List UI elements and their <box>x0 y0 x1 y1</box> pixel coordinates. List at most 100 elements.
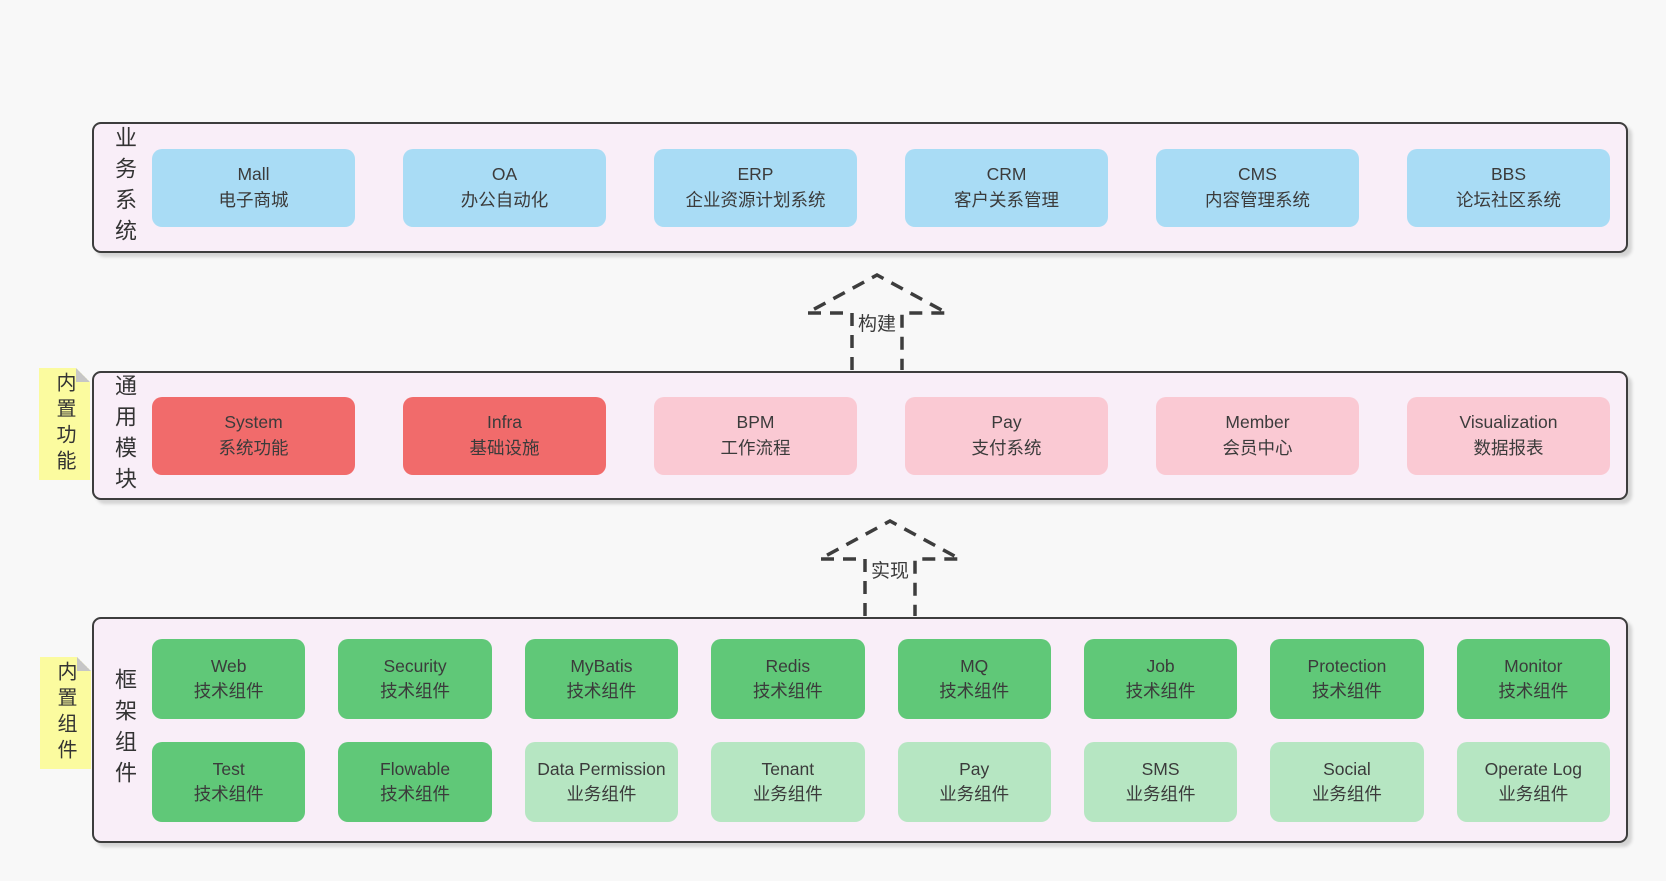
arrow-label-implement: 实现 <box>866 556 914 583</box>
box-title: Job <box>1146 655 1175 676</box>
box-title: Monitor <box>1504 655 1563 676</box>
layer-business-systems: 业务系统 Mall 电子商城 OA 办公自动化 ERP 企业资源计划系统 CRM… <box>92 122 1628 253</box>
box-title: BPM <box>736 412 775 433</box>
box-oa: OA 办公自动化 <box>403 148 606 227</box>
common-modules-boxes: System 系统功能 Infra 基础设施 BPM 工作流程 Pay 支付系统… <box>152 373 1610 498</box>
box-title: ERP <box>737 164 774 185</box>
box-flowable: Flowable 技术组件 <box>338 742 492 822</box>
box-subtitle: 客户关系管理 <box>954 189 1059 210</box>
box-subtitle: 技术组件 <box>752 681 823 701</box>
box-title: SMS <box>1141 758 1180 779</box>
box-web: Web 技术组件 <box>152 639 306 719</box>
note-text: 内置组件 <box>54 661 76 765</box>
box-title: Pay <box>959 758 990 779</box>
box-bbs: BBS 论坛社区系统 <box>1407 148 1610 227</box>
box-title: OA <box>491 164 518 185</box>
box-title: CMS <box>1238 164 1277 185</box>
arrow-up-implement <box>817 518 963 618</box>
box-subtitle: 工作流程 <box>720 437 791 458</box>
arrow-up-icon <box>819 519 961 616</box>
box-subtitle: 业务组件 <box>1311 784 1382 804</box>
layer-common-modules: 通用模块 System 系统功能 Infra 基础设施 BPM 工作流程 Pay… <box>92 371 1628 500</box>
box-subtitle: 企业资源计划系统 <box>685 189 826 210</box>
box-subtitle: 技术组件 <box>380 681 451 701</box>
arrow-up-build <box>804 272 950 372</box>
box-sms: SMS 业务组件 <box>1083 742 1238 822</box>
box-subtitle: 技术组件 <box>566 681 637 701</box>
arrow-label-build: 构建 <box>853 309 901 336</box>
box-subtitle: 业务组件 <box>939 784 1010 804</box>
arrow-up-icon <box>806 273 948 370</box>
box-title: MyBatis <box>570 655 633 676</box>
folded-corner-icon <box>76 368 90 382</box>
box-title: Visualization <box>1459 412 1558 433</box>
box-title: Data Permission <box>537 758 666 779</box>
box-title: Protection <box>1307 655 1387 676</box>
box-title: Pay <box>991 412 1022 433</box>
framework-components-row-1: Web 技术组件 Security 技术组件 MyBatis 技术组件 Redi… <box>152 639 1610 719</box>
box-title: BBS <box>1490 164 1527 185</box>
box-monitor: Monitor 技术组件 <box>1456 639 1610 719</box>
box-subtitle: 系统功能 <box>218 437 289 458</box>
box-social: Social 业务组件 <box>1270 742 1424 822</box>
box-crm: CRM 客户关系管理 <box>905 148 1108 227</box>
note-built-in-components: 内置组件 <box>40 657 91 769</box>
box-subtitle: 论坛社区系统 <box>1456 189 1561 210</box>
box-redis: Redis 技术组件 <box>711 639 865 719</box>
box-title: Flowable <box>380 758 451 779</box>
box-erp: ERP 企业资源计划系统 <box>654 148 857 227</box>
box-pay-system: Pay 支付系统 <box>905 396 1108 475</box>
box-infra: Infra 基础设施 <box>403 396 606 475</box>
box-title: Infra <box>486 412 523 433</box>
box-subtitle: 业务组件 <box>566 784 637 804</box>
layer-label-business-systems: 业务系统 <box>112 125 137 250</box>
box-bpm: BPM 工作流程 <box>654 396 857 475</box>
box-pay-component: Pay 业务组件 <box>897 742 1051 822</box>
box-protection: Protection 技术组件 <box>1270 639 1424 719</box>
box-title: Member <box>1225 412 1290 433</box>
box-subtitle: 业务组件 <box>1498 784 1569 804</box>
framework-components-row-2: Test 技术组件 Flowable 技术组件 Data Permission … <box>152 742 1610 822</box>
business-systems-boxes: Mall 电子商城 OA 办公自动化 ERP 企业资源计划系统 CRM 客户关系… <box>152 124 1610 251</box>
box-member: Member 会员中心 <box>1156 396 1359 475</box>
layer-label-common-modules: 通用模块 <box>112 373 137 498</box>
box-subtitle: 技术组件 <box>939 681 1010 701</box>
box-title: Web <box>210 655 247 676</box>
box-mq: MQ 技术组件 <box>897 639 1051 719</box>
box-subtitle: 技术组件 <box>1125 681 1196 701</box>
box-mall: Mall 电子商城 <box>152 148 355 227</box>
box-title: CRM <box>986 164 1027 185</box>
box-subtitle: 技术组件 <box>380 784 451 804</box>
box-operate-log: Operate Log 业务组件 <box>1456 742 1610 822</box>
box-system: System 系统功能 <box>152 396 355 475</box>
box-subtitle: 支付系统 <box>971 437 1042 458</box>
box-test: Test 技术组件 <box>152 742 306 822</box>
layer-label-framework-components: 框架组件 <box>112 668 137 792</box>
box-subtitle: 业务组件 <box>1125 784 1196 804</box>
box-data-permission: Data Permission 业务组件 <box>524 742 679 822</box>
box-job: Job 技术组件 <box>1083 639 1238 719</box>
box-subtitle: 基础设施 <box>469 437 540 458</box>
box-title: Tenant <box>761 758 815 779</box>
box-subtitle: 技术组件 <box>1498 681 1569 701</box>
box-title: Redis <box>765 655 811 676</box>
box-title: MQ <box>960 655 989 676</box>
box-subtitle: 办公自动化 <box>460 189 549 210</box>
box-subtitle: 技术组件 <box>1311 681 1382 701</box>
box-title: Operate Log <box>1484 758 1582 779</box>
note-text: 内置功能 <box>53 372 75 476</box>
box-title: Test <box>212 758 245 779</box>
box-subtitle: 技术组件 <box>193 681 264 701</box>
layer-framework-components: 框架组件 Web 技术组件 Security 技术组件 MyBatis 技术组件… <box>92 617 1628 843</box>
box-subtitle: 电子商城 <box>218 189 289 210</box>
box-subtitle: 业务组件 <box>752 784 823 804</box>
box-title: Mall <box>237 164 270 185</box>
box-tenant: Tenant 业务组件 <box>711 742 865 822</box>
folded-corner-icon <box>77 657 91 671</box>
box-cms: CMS 内容管理系统 <box>1156 148 1359 227</box>
box-subtitle: 技术组件 <box>193 784 264 804</box>
box-title: Security <box>383 655 447 676</box>
box-security: Security 技术组件 <box>338 639 492 719</box>
box-title: Social <box>1323 758 1371 779</box>
box-mybatis: MyBatis 技术组件 <box>524 639 679 719</box>
